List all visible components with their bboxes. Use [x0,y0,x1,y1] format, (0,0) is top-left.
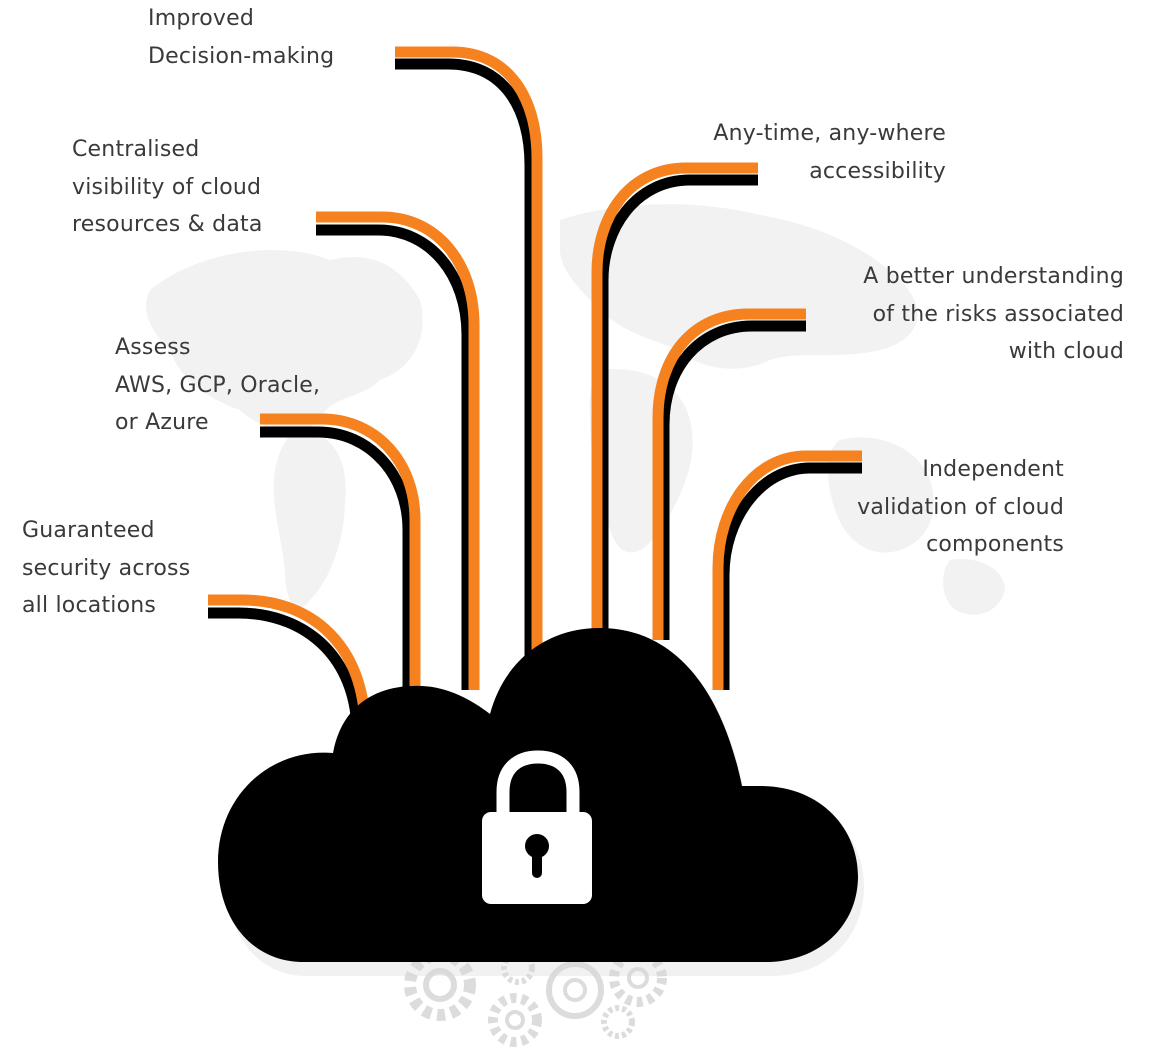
benefit-line: components [926,532,1064,557]
world-map-watermark [146,204,1005,615]
connector-guaranteed-security [208,594,370,711]
benefit-line: Guaranteed [22,518,155,543]
cloud-shape [218,628,864,976]
benefit-line: AWS, GCP, Oracle, [115,372,321,398]
benefit-independent-validation: Independent validation of cloud componen… [857,451,1064,564]
benefit-line: accessibility [809,158,946,184]
connector-shadow-independent-validation [718,462,862,690]
connector-shadow-accessibility [597,174,758,630]
connector-centralised-visibility [316,211,480,690]
connector-decision-making [395,46,543,655]
benefit-line: Centralised [72,137,200,162]
benefit-line: validation of cloud [857,494,1064,520]
benefit-line: of the risks associated [872,301,1124,327]
benefit-line: with cloud [1008,339,1124,364]
benefit-centralised-visibility: Centralised visibility of cloud resource… [72,131,263,244]
benefit-line: Assess [115,335,191,360]
connector-shadow-decision-making [395,58,536,660]
benefit-line: all locations [22,593,157,618]
benefit-line: visibility of cloud [72,174,262,200]
benefit-line: resources & data [72,212,263,237]
connector-shadow-guaranteed-security [208,607,362,716]
benefit-decision-making: Improved Decision-making [148,0,334,75]
connector-risk-understanding [652,308,806,640]
connector-shadow-risk-understanding [658,320,806,640]
benefit-line: Independent [922,457,1064,482]
connector-shadow-centralised-visibility [316,224,473,690]
benefit-line: Decision-making [148,43,335,69]
benefit-line: Any-time, any-where [713,121,946,146]
connector-shadow-assess-clouds [260,426,414,690]
benefit-line: security across [22,555,191,581]
connector-independent-validation [712,450,862,690]
benefit-line: or Azure [115,410,209,435]
benefit-guaranteed-security: Guaranteed security across all locations [22,512,190,625]
connector-lines [208,46,862,716]
benefit-assess-clouds: Assess AWS, GCP, Oracle, or Azure [115,329,320,442]
connector-assess-clouds [260,413,421,690]
connector-accessibility [591,162,758,630]
benefit-line: A better understanding [863,264,1124,289]
benefit-line: Improved [148,6,255,31]
padlock-icon [482,750,592,904]
benefit-accessibility: Any-time, any-where accessibility [713,115,946,190]
benefit-risk-understanding: A better understanding of the risks asso… [863,258,1124,371]
